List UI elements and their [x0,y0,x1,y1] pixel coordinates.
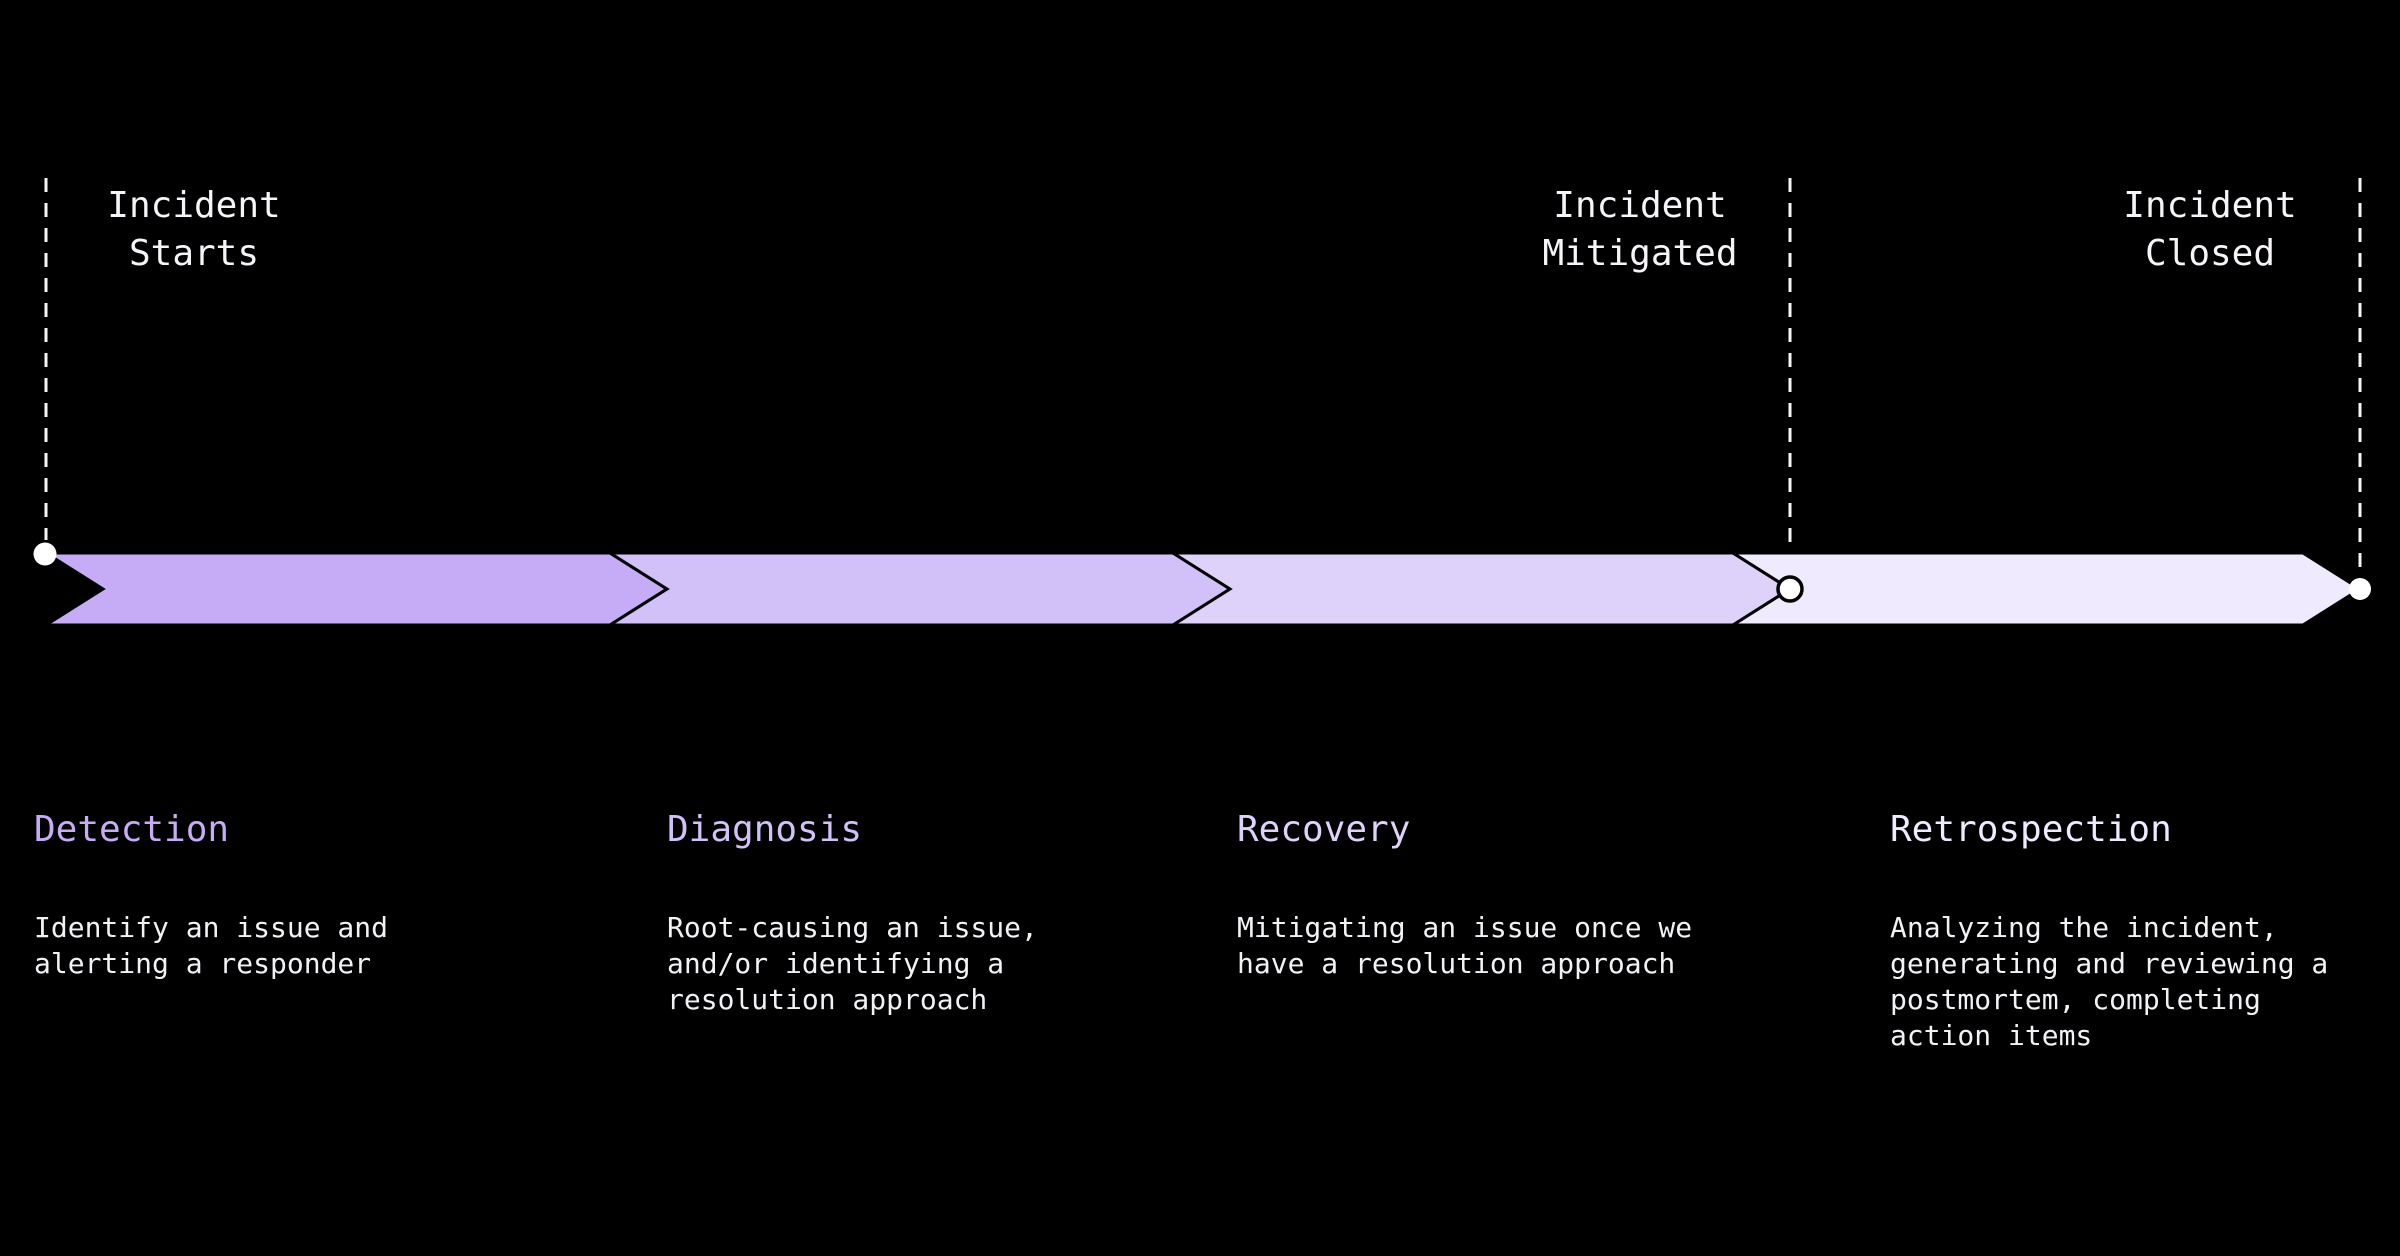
description-line: postmortem, completing [1890,983,2261,1016]
closed-node [2349,578,2371,600]
description-line: Mitigating an issue once we [1237,911,1693,944]
phase-description-recovery: Mitigating an issue once we have a resol… [1237,910,1692,982]
description-line: alerting a responder [34,947,372,980]
marker-line: Starts [128,233,260,274]
phase-title-diagnosis: Diagnosis [667,809,863,850]
marker-line: Incident [1553,185,1727,226]
start-node [33,542,57,566]
phase-column-detection: Detection Identify an issue and alerting… [34,808,388,982]
phase-title-detection: Detection [34,809,230,850]
marker-label-incident-starts: Incident Starts [44,182,344,278]
description-line: have a resolution approach [1237,947,1676,980]
marker-label-incident-closed: Incident Closed [2060,182,2360,278]
phase-segment-diagnosis [604,551,1233,627]
phase-title-recovery: Recovery [1237,809,1411,850]
description-line: Identify an issue and [34,911,389,944]
marker-line: Mitigated [1542,233,1738,274]
description-line: resolution approach [667,983,988,1016]
phase-segment-retrospection [1727,551,2363,627]
marker-line: Closed [2144,233,2276,274]
description-line: and/or identifying a [667,947,1005,980]
phase-segment-recovery [1167,551,1793,627]
phase-column-retrospection: Retrospection Analyzing the incident, ge… [1890,808,2328,1054]
phase-column-diagnosis: Diagnosis Root-causing an issue, and/or … [667,808,1038,1018]
phase-segment-detection [40,551,670,627]
description-line: action items [1890,1019,2093,1052]
marker-line: Incident [107,185,281,226]
phase-title-retrospection: Retrospection [1890,809,2172,850]
marker-label-incident-mitigated: Incident Mitigated [1490,182,1790,278]
description-line: generating and reviewing a [1890,947,2329,980]
phase-description-diagnosis: Root-causing an issue, and/or identifyin… [667,910,1038,1018]
description-line: Root-causing an issue, [667,911,1038,944]
marker-line: Incident [2123,185,2297,226]
phase-description-detection: Identify an issue and alerting a respond… [34,910,388,982]
mitigated-node [1776,575,1804,603]
description-line: Analyzing the incident, [1890,911,2278,944]
phase-column-recovery: Recovery Mitigating an issue once we hav… [1237,808,1692,982]
phase-description-retrospection: Analyzing the incident, generating and r… [1890,910,2328,1054]
